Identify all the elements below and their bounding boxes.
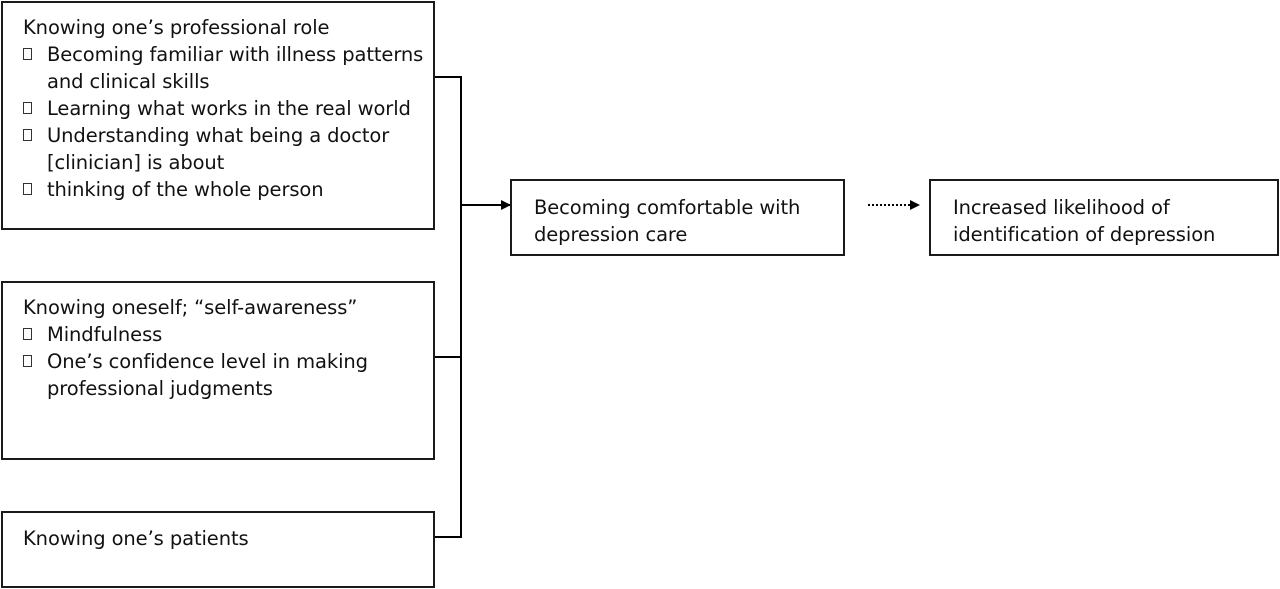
professional-role-box: Knowing one’s professional role Becoming… <box>1 1 435 230</box>
patients-title: Knowing one’s patients <box>23 527 249 550</box>
self-awareness-items: Mindfulness One’s confidence level in ma… <box>23 321 425 402</box>
self-awareness-title: Knowing oneself; “self-awareness” <box>23 296 358 319</box>
comfort-text: Becoming comfortable with depression car… <box>534 196 801 246</box>
list-item: Mindfulness <box>23 321 425 348</box>
bullet-box-icon <box>23 355 32 367</box>
item-text: thinking of the whole person <box>47 178 324 201</box>
bullet-box-icon <box>23 129 32 141</box>
list-item: Becoming familiar with illness patterns … <box>23 41 425 95</box>
bullet-box-icon <box>23 183 32 195</box>
self-awareness-box: Knowing oneself; “self-awareness” Mindfu… <box>1 281 435 460</box>
professional-role-items: Becoming familiar with illness patterns … <box>23 41 425 203</box>
list-item: thinking of the whole person <box>23 176 425 203</box>
item-text: Learning what works in the real world <box>47 97 411 120</box>
item-text: One’s confidence level in making profess… <box>47 350 368 400</box>
list-item: One’s confidence level in making profess… <box>23 348 425 402</box>
list-item: Understanding what being a doctor [clini… <box>23 122 425 176</box>
bullet-box-icon <box>23 48 32 60</box>
outcome-text: Increased likelihood of identification o… <box>953 196 1216 246</box>
professional-role-title: Knowing one’s professional role <box>23 16 330 39</box>
patients-box: Knowing one’s patients <box>1 511 435 588</box>
bullet-box-icon <box>23 328 32 340</box>
list-item: Learning what works in the real world <box>23 95 425 122</box>
item-text: Mindfulness <box>47 323 163 346</box>
item-text: Becoming familiar with illness patterns … <box>47 43 424 93</box>
comfort-box: Becoming comfortable with depression car… <box>510 179 845 256</box>
outcome-box: Increased likelihood of identification o… <box>929 179 1279 256</box>
item-text: Understanding what being a doctor [clini… <box>47 124 390 174</box>
bullet-box-icon <box>23 102 32 114</box>
